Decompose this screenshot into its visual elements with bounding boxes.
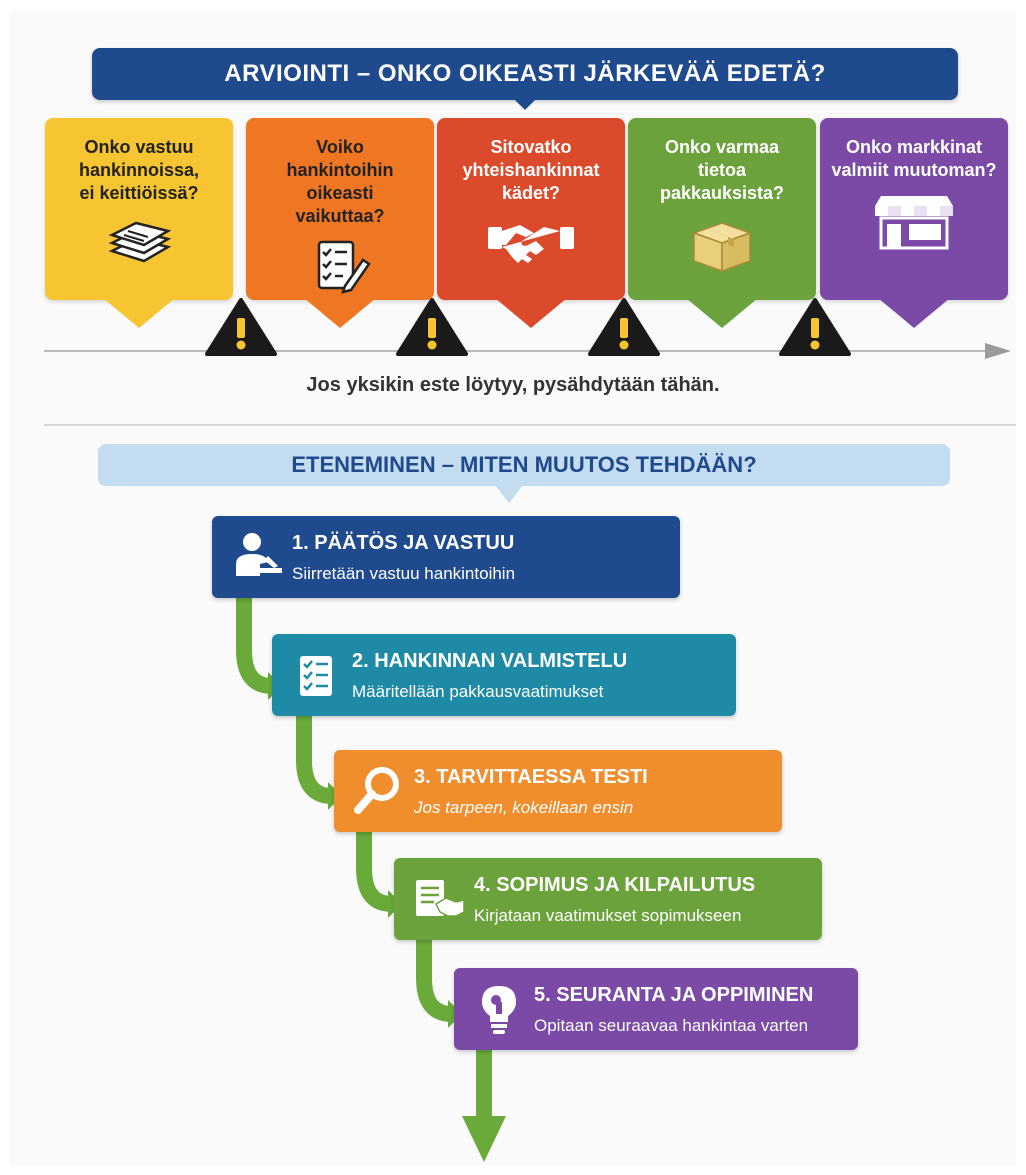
- storefront-icon: [869, 192, 959, 255]
- step-testing: 3. TARVITTAESSA TESTI Jos tarpeen, kokei…: [334, 750, 782, 832]
- question-card-influence: Voiko hankintoihin oikeasti vaikuttaa?: [246, 118, 434, 300]
- progress-banner: ETENEMINEN – MITEN MUUTOS TEHDÄÄN?: [98, 444, 950, 486]
- step-contract-tendering: 4. SOPIMUS JA KILPAILUTUS Kirjataan vaat…: [394, 858, 822, 940]
- step-decision-responsibility: 1. PÄÄTÖS JA VASTUU Siirretään vastuu ha…: [212, 516, 680, 598]
- checklist-pencil-icon: [305, 238, 375, 299]
- question-text: Sitovatko yhteishankinnat kädet?: [462, 137, 600, 203]
- question-text: Onko vastuu hankinnoissa, ei keittiöissä…: [78, 137, 200, 203]
- step-title: 3. TARVITTAESSA TESTI: [414, 766, 648, 788]
- question-card-pointer: [103, 298, 175, 328]
- question-card-pointer: [878, 298, 950, 328]
- question-card-responsibility: Onko vastuu hankinnoissa, ei keittiöissä…: [45, 118, 233, 300]
- checklist-icon: [300, 656, 332, 696]
- question-card-pointer: [304, 298, 376, 328]
- step-subtitle: Siirretään vastuu hankintoihin: [292, 564, 516, 583]
- question-card-pointer: [686, 298, 758, 328]
- question-card-joint-procurement: Sitovatko yhteishankinnat kädet?: [437, 118, 625, 300]
- magnifier-icon: [354, 767, 399, 814]
- timeline-arrowhead: [985, 343, 1011, 359]
- question-card-pointer: [495, 298, 567, 328]
- banner-notch: [495, 485, 523, 503]
- handshake-icon: [486, 215, 576, 274]
- step-title: 4. SOPIMUS JA KILPAILUTUS: [474, 874, 756, 896]
- section-divider: [44, 424, 1016, 426]
- stop-message: Jos yksikin este löytyy, pysähdytään täh…: [306, 374, 720, 396]
- question-text: Voiko hankintoihin oikeasti vaikuttaa?: [286, 137, 394, 226]
- assessment-banner: ARVIOINTI – ONKO OIKEASTI JÄRKEVÄÄ EDETÄ…: [92, 48, 958, 100]
- question-card-packaging-info: Onko varmaa tietoa pakkauksista?: [628, 118, 816, 300]
- warning-icon: [396, 298, 468, 356]
- step-title: 1. PÄÄTÖS JA VASTUU: [292, 532, 515, 554]
- step-procurement-preparation: 2. HANKINNAN VALMISTELU Määritellään pak…: [272, 634, 736, 716]
- assessment-timeline: [44, 350, 989, 352]
- step-subtitle: Määritellään pakkausvaatimukset: [352, 682, 604, 701]
- step-subtitle: Opitaan seuraavaa hankintaa varten: [534, 1016, 809, 1035]
- step-title: 5. SEURANTA JA OPPIMINEN: [534, 984, 814, 1006]
- package-box-icon: [682, 215, 762, 278]
- step-subtitle: Jos tarpeen, kokeillaan ensin: [414, 798, 634, 817]
- progress-title: ETENEMINEN – MITEN MUUTOS TEHDÄÄN?: [291, 452, 757, 477]
- question-text: Onko varmaa tietoa pakkauksista?: [659, 137, 785, 203]
- warning-icon: [779, 298, 851, 356]
- assessment-title: ARVIOINTI – ONKO OIKEASTI JÄRKEVÄÄ EDETÄ…: [224, 60, 826, 87]
- question-card-market-ready: Onko markkinat valmiit muutoman?: [820, 118, 1008, 300]
- contract-handshake-icon: [416, 880, 465, 917]
- warning-icon: [205, 298, 277, 356]
- lightbulb-icon: [482, 986, 516, 1034]
- step-subtitle: Kirjataan vaatimukset sopimukseen: [474, 906, 742, 925]
- warning-icon: [588, 298, 660, 356]
- step-monitoring-learning: 5. SEURANTA JA OPPIMINEN Opitaan seuraav…: [454, 968, 858, 1050]
- document-stack-icon: [104, 215, 174, 272]
- step-title: 2. HANKINNAN VALMISTELU: [352, 650, 628, 672]
- person-desk-icon: [236, 533, 282, 576]
- banner-notch: [513, 98, 537, 110]
- question-text: Onko markkinat valmiit muutoman?: [831, 137, 997, 180]
